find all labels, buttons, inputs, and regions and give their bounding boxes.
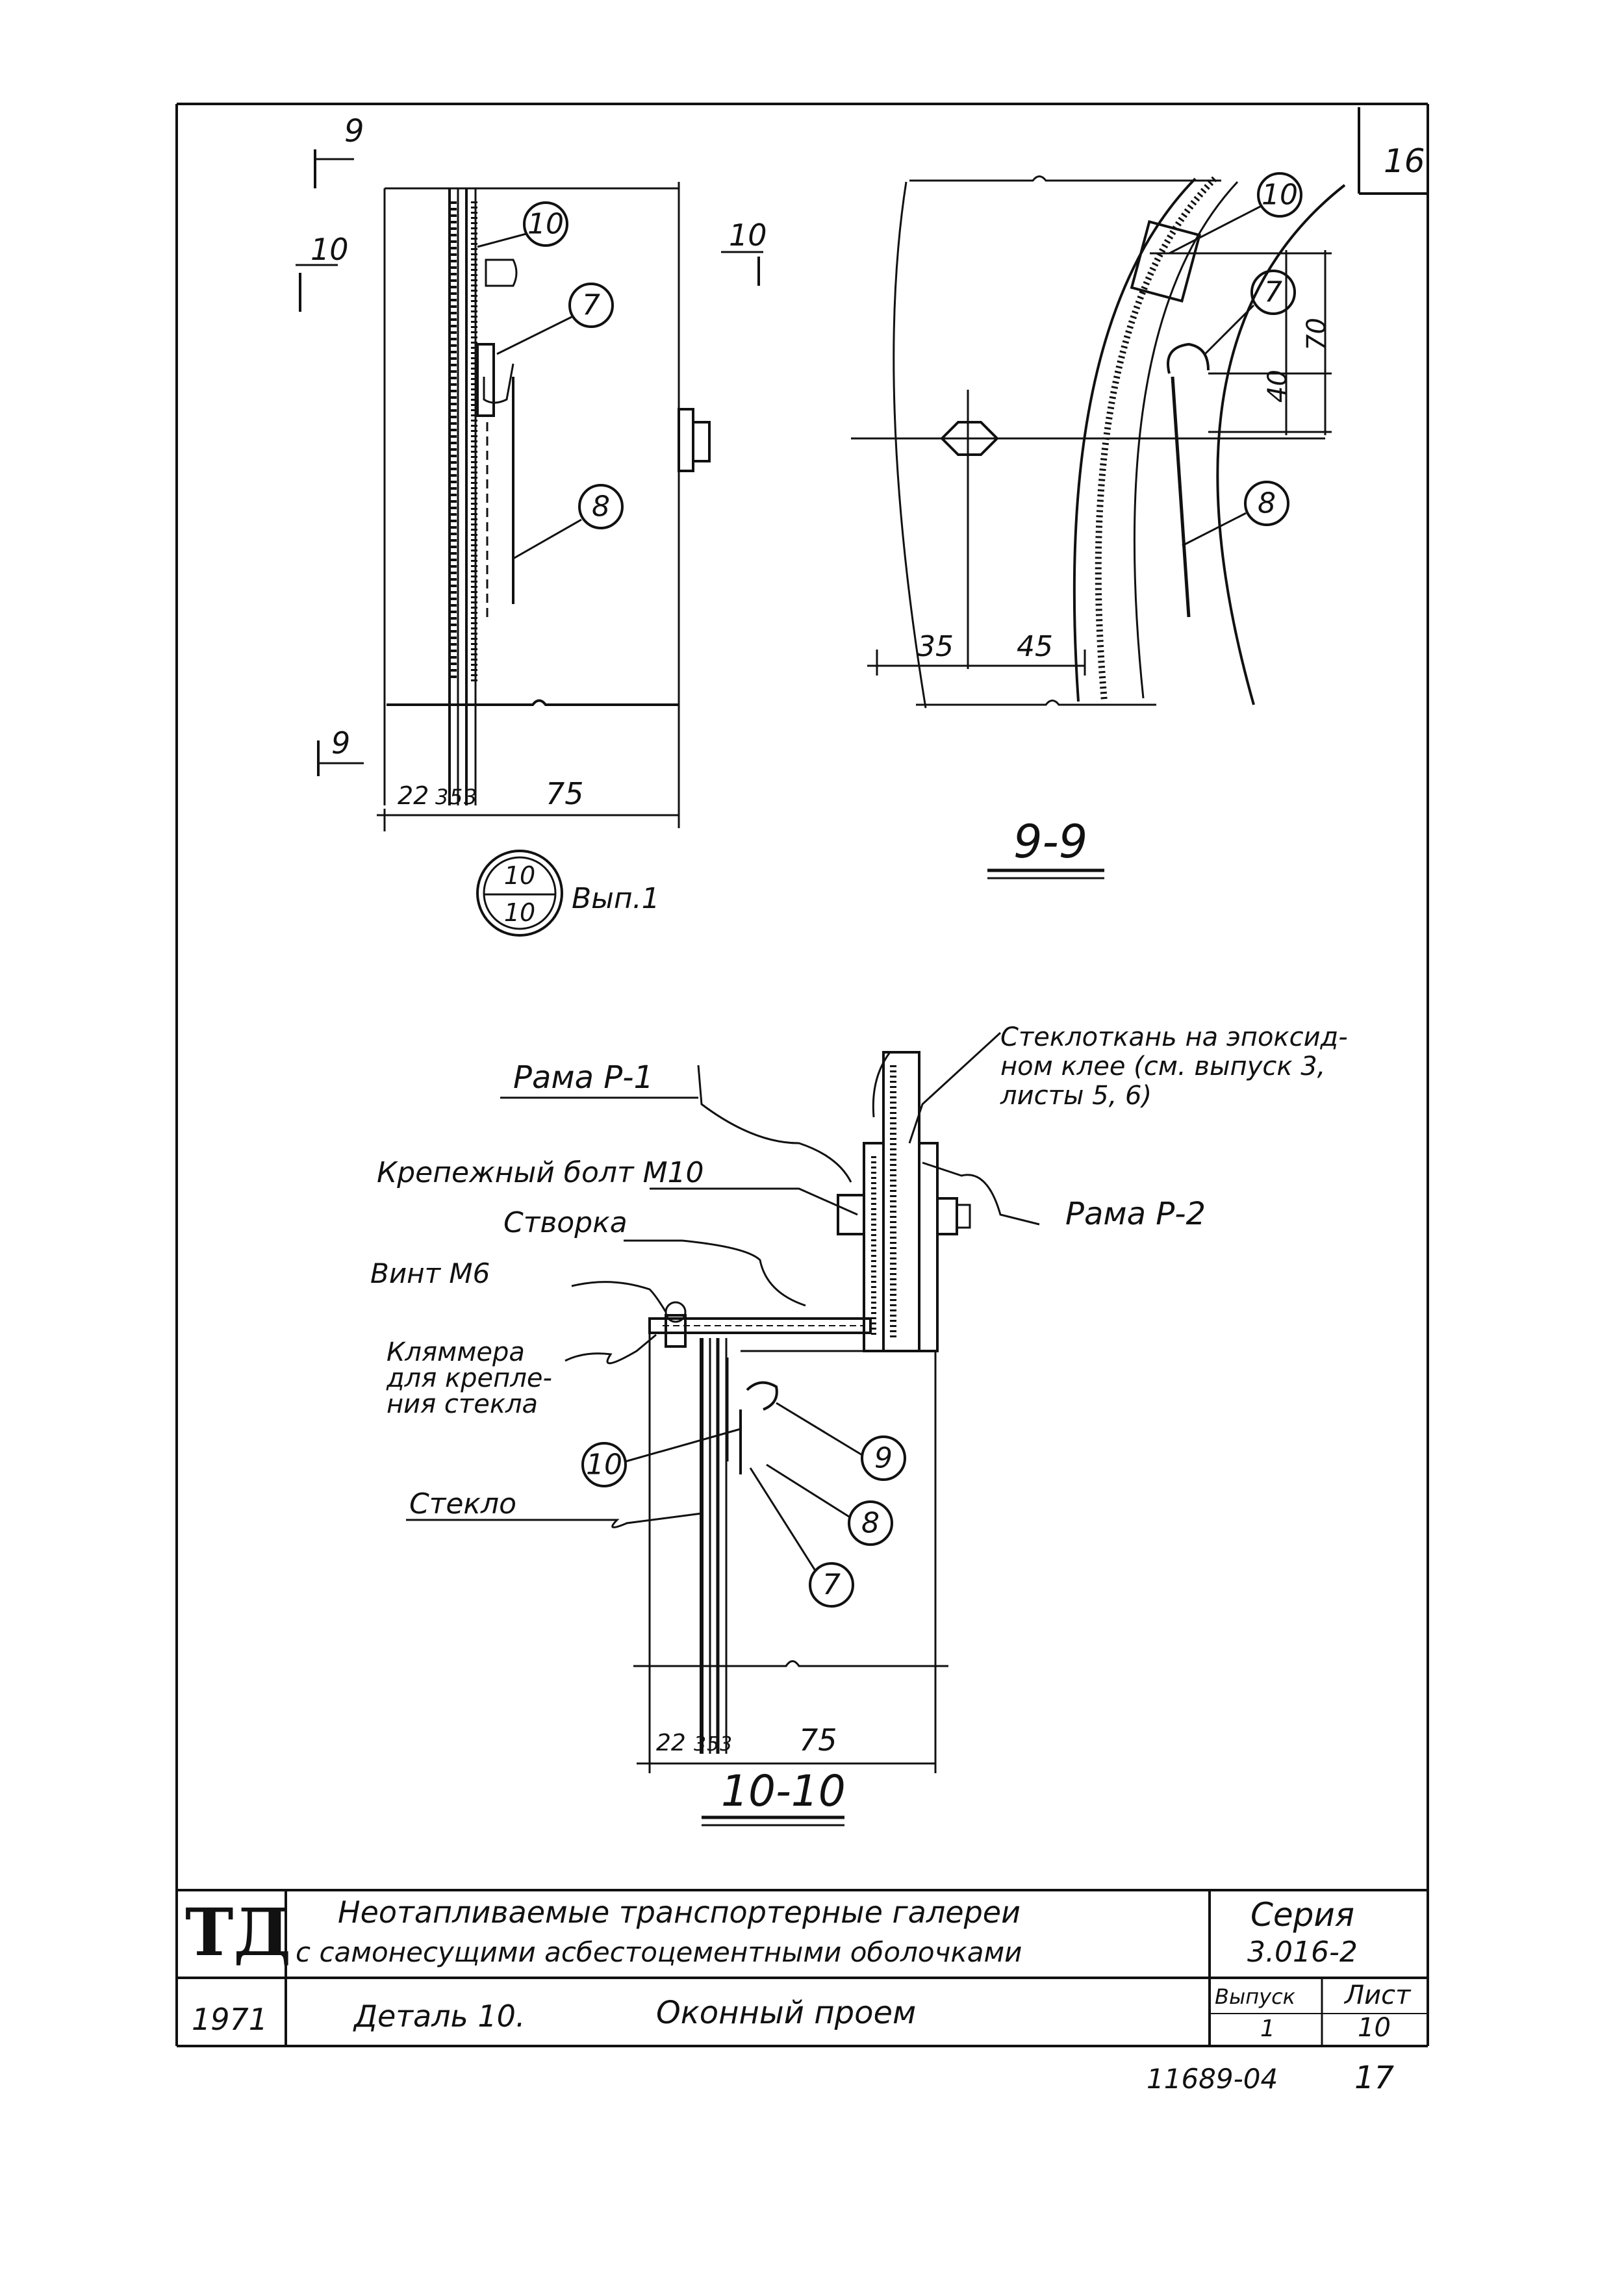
label-fiberglass-1: Стеклоткань на эпоксид- xyxy=(1000,1022,1348,1052)
callout-8-section1010: 8 xyxy=(861,1507,880,1540)
dim-3b-view1: 3 xyxy=(464,785,477,809)
year: 1971 xyxy=(192,2002,268,2037)
title-line-2: с самонесущими асбестоцементными оболочк… xyxy=(296,1936,1022,1968)
label-sash: Створка xyxy=(503,1206,628,1239)
label-clamp-1: Кляммера xyxy=(387,1337,525,1367)
logo: ТД xyxy=(185,1894,291,1971)
label-clamp-2: для крепле- xyxy=(386,1363,552,1393)
detail-ref-top: 10 xyxy=(504,861,535,890)
label-fastening-bolt: Крепежный болт М10 xyxy=(377,1156,704,1189)
callout-8-section99: 8 xyxy=(1258,487,1276,520)
dim-70-section99: 70 xyxy=(1302,318,1332,351)
series-label: Серия xyxy=(1250,1896,1354,1934)
dim-22-view1: 22 xyxy=(398,781,429,810)
sheet-value: 10 xyxy=(1358,2013,1391,2043)
label-glass: Стекло xyxy=(409,1487,516,1521)
callout-10-view1: 10 xyxy=(527,208,564,241)
label-frame-p2: Рама Р-2 xyxy=(1065,1196,1206,1232)
sheet-number-box: 16 xyxy=(1358,107,1428,195)
callout-7-view1: 7 xyxy=(582,289,600,322)
section-10-10-title: 10-10 xyxy=(721,1766,846,1816)
dim-40-section99: 40 xyxy=(1263,370,1293,403)
dim-75-section1010: 75 xyxy=(799,1723,837,1758)
stamp-code: 11689-04 xyxy=(1147,2063,1278,2095)
series-value: 3.016-2 xyxy=(1247,1936,1358,1969)
dim-75-view1: 75 xyxy=(546,776,584,811)
detail-ref-note: Вып.1 xyxy=(572,882,660,915)
callout-7-section99: 7 xyxy=(1264,276,1282,309)
title-line-1: Неотапливаемые транспортерные галереи xyxy=(338,1895,1021,1930)
dim-22-section1010: 22 xyxy=(656,1730,686,1756)
dim-5-section1010: 5 xyxy=(707,1733,719,1756)
stamp-page: 17 xyxy=(1354,2060,1395,2096)
view-elevation: 9 10 10 10 7 8 xyxy=(296,113,767,937)
label-frame-p1: Рама Р-1 xyxy=(513,1059,653,1096)
sheet-frame xyxy=(175,103,1429,2047)
label-fiberglass-3: листы 5, 6) xyxy=(1000,1081,1152,1111)
cut-mark-10-right: 10 xyxy=(729,218,767,253)
section-9-9-title: 9-9 xyxy=(1013,815,1087,868)
dim-45-section99: 45 xyxy=(1017,630,1053,663)
issue-value: 1 xyxy=(1260,2015,1275,2042)
dim-3a-section1010: 3 xyxy=(694,1733,706,1756)
title-block: ТД Неотапливаемые транспортерные галереи… xyxy=(177,1889,1428,2046)
sheet-label: Лист xyxy=(1343,1980,1412,2010)
issue-label: Выпуск xyxy=(1215,1984,1296,2009)
label-fiberglass-2: ном клее (см. выпуск 3, xyxy=(1000,1052,1325,1081)
label-screw: Винт М6 xyxy=(370,1257,490,1289)
callout-7-section1010: 7 xyxy=(822,1569,841,1602)
cut-mark-10-left: 10 xyxy=(311,232,349,267)
callout-8-view1: 8 xyxy=(592,490,610,524)
callout-10-section1010: 10 xyxy=(586,1448,622,1482)
dim-5-view1: 5 xyxy=(450,785,463,809)
dim-3b-section1010: 3 xyxy=(720,1733,732,1756)
callout-9-section1010: 9 xyxy=(874,1442,893,1475)
dim-3a-view1: 3 xyxy=(435,785,448,809)
detail-ref-bottom: 10 xyxy=(504,898,535,927)
detail-name: Оконный проем xyxy=(656,1995,916,2031)
detail-label: Деталь 10. xyxy=(353,1999,526,2034)
callout-10-section99: 10 xyxy=(1262,179,1298,212)
dim-35-section99: 35 xyxy=(917,630,954,663)
section-10-10: Рама Р-1 Крепежный болт М10 Створка Винт… xyxy=(370,1022,1348,1826)
cut-mark-9-bottom: 9 xyxy=(331,726,350,761)
sheet-number: 16 xyxy=(1384,142,1425,180)
label-clamp-3: ния стекла xyxy=(387,1389,538,1419)
section-9-9: 10 7 8 40 70 35 45 9-9 xyxy=(851,172,1346,879)
cut-mark-9-top: 9 xyxy=(344,113,364,149)
